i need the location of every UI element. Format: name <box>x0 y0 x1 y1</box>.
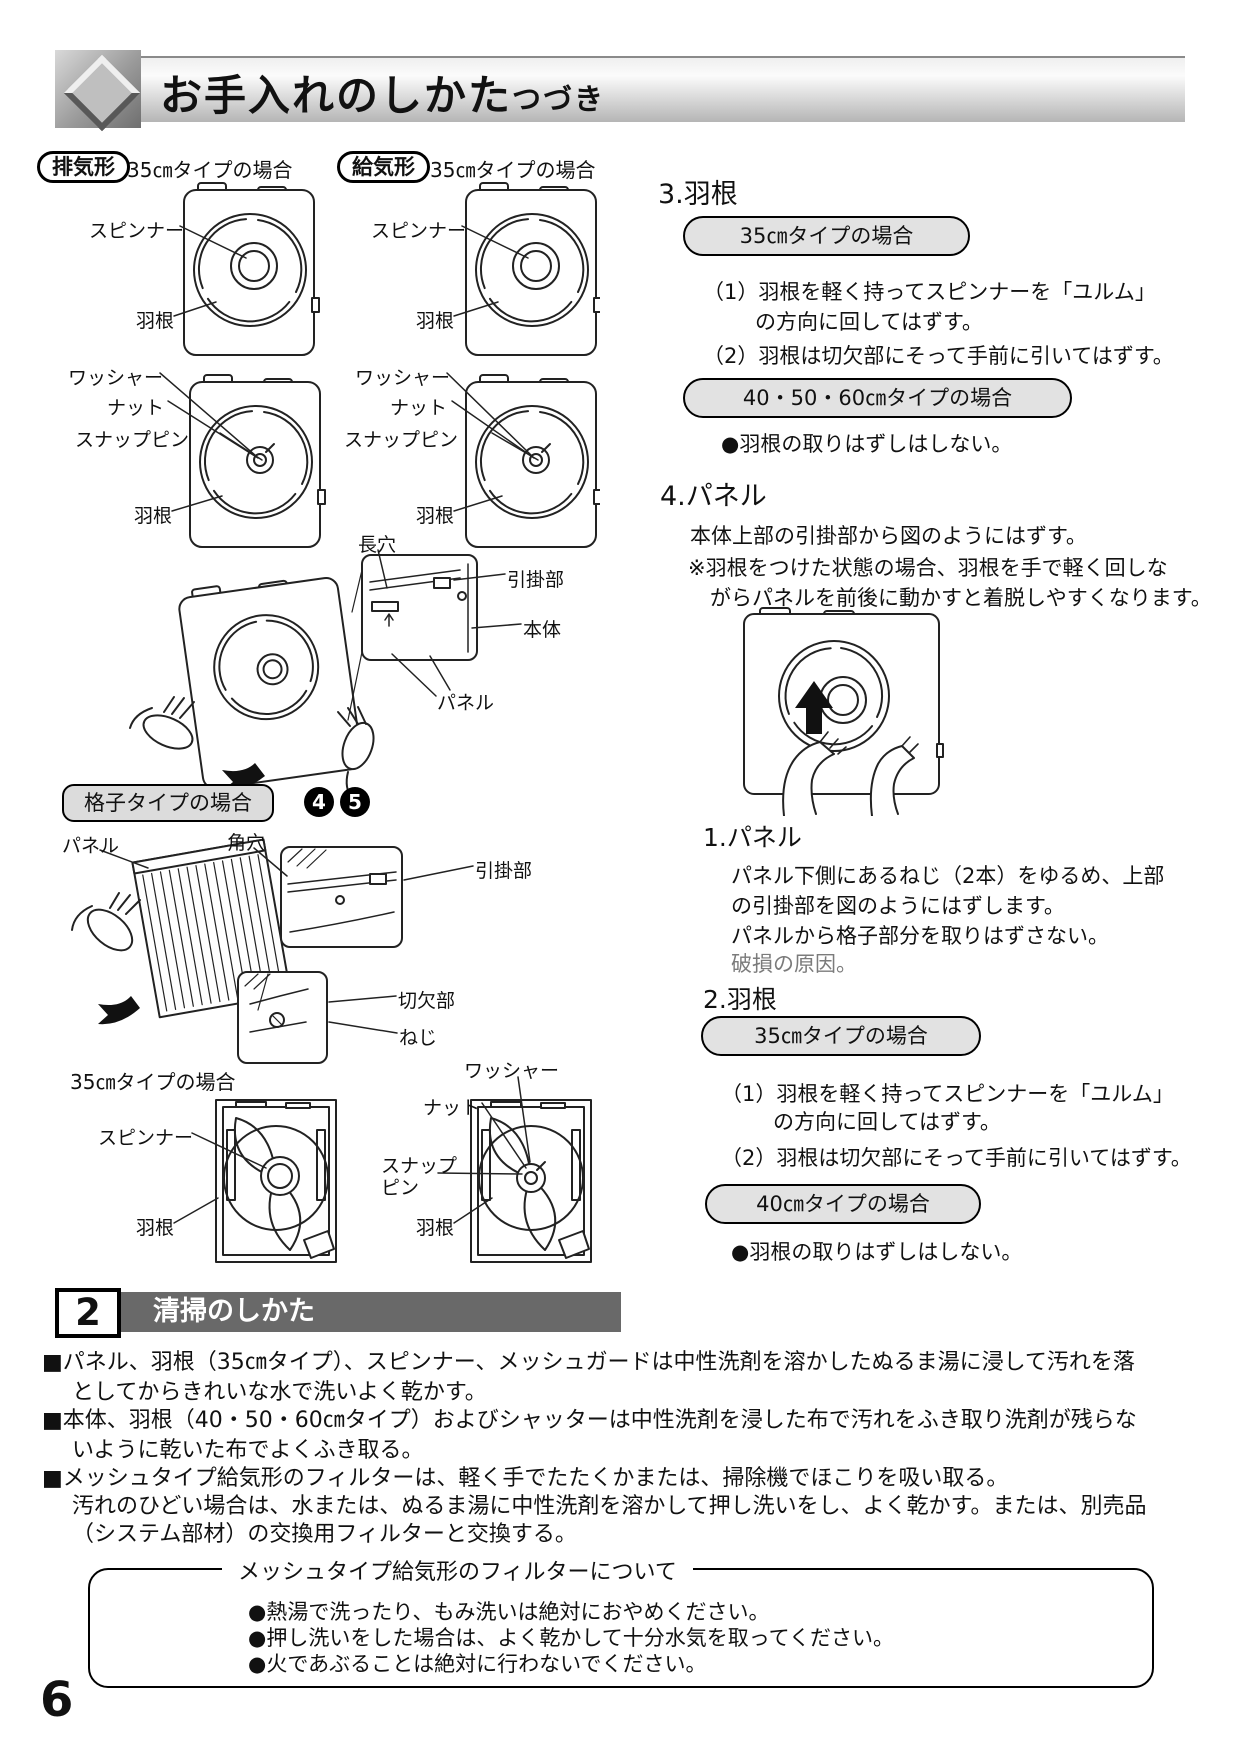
step2-bullet: ●羽根の取りはずしはしない。 <box>731 1240 1023 1264</box>
step3-item1-line2: の方向に回してはずす。 <box>755 310 983 334</box>
cleaning-line-4: いように乾いた布でよくふき取る。 <box>72 1438 424 1463</box>
label-snap-pin-exhaust: スナップピン <box>75 429 190 451</box>
heading-step2-blade: 2.羽根 <box>703 985 777 1014</box>
label-blade-rear-right: 羽根 <box>416 1217 455 1239</box>
heading-step4-panel: 4.パネル <box>660 481 767 512</box>
panel-removal-illustration <box>722 604 972 816</box>
cleaning-line-6: 汚れのひどい場合は、水または、ぬるま湯に中性洗剤を溶かして押し洗いをし、よく乾か… <box>72 1494 1147 1519</box>
cleaning-line-1: ■パネル、羽根（35㎝タイプ）、スピンナー、メッシュガードは中性洗剤を溶かしたぬ… <box>42 1350 1135 1375</box>
step2-item1-line2: の方向に回してはずす。 <box>773 1110 1001 1134</box>
step1-body-line2: の引掛部を図のようにはずします。 <box>731 894 1065 918</box>
page-number: 6 <box>40 1672 74 1728</box>
heading-step1-panel: 1.パネル <box>703 823 802 852</box>
filter-bullet-1: ●熱湯で洗ったり、もみ洗いは絶対におやめください。 <box>248 1600 770 1624</box>
caption-35cm-rear: 35㎝タイプの場合 <box>70 1070 236 1094</box>
cleaning-line-7: （システム部材）の交換用フィルターと交換する。 <box>72 1522 577 1547</box>
filter-note-title: メッシュタイプ給気形のフィルターについて <box>222 1554 693 1586</box>
label-spinner-supply: スピンナー <box>371 220 467 242</box>
cleaning-line-5: ■メッシュタイプ給気形のフィルターは、軽く手でたたくかまたは、掃除機でほこりを吸… <box>42 1466 1009 1491</box>
tag-grid-type-case: 格子タイプの場合 <box>62 784 274 822</box>
tag-exhaust-type: 排気形 <box>37 151 130 183</box>
page-title: お手入れのしかた <box>160 71 513 120</box>
step1-body-line1: パネル下側にあるねじ（2本）をゆるめ、上部 <box>731 864 1165 888</box>
label-nut-exhaust: ナット <box>107 397 165 419</box>
step-circle-5: 5 <box>340 787 370 817</box>
label-long-hole: 長穴 <box>358 534 397 556</box>
filter-bullet-2: ●押し洗いをした場合は、よく乾かして十分水気を取ってください。 <box>248 1626 895 1650</box>
cleaning-line-2: としてからきれいな水で洗いよく乾かす。 <box>72 1380 487 1405</box>
step4-note-line2: がらパネルを前後に動かすと着脱しやすくなります。 <box>710 586 1212 610</box>
pill-40cm-step2: 40㎝タイプの場合 <box>705 1184 981 1224</box>
step4-note-line1: ※羽根をつけた状態の場合、羽根を手で軽く回しな <box>688 556 1168 580</box>
label-nut-supply: ナット <box>390 397 448 419</box>
label-blade-supply-2: 羽根 <box>416 505 455 527</box>
label-washer-rear: ワッシャー <box>464 1060 560 1082</box>
section2-number: 2 <box>55 1288 121 1338</box>
step1-damage-note: 破損の原因。 <box>731 952 857 976</box>
label-spinner-rear: スピンナー <box>98 1127 194 1149</box>
label-snap-rear-line2: ピン <box>381 1177 420 1199</box>
step2-item2: （2）羽根は切欠部にそって手前に引いてはずす。 <box>721 1146 1192 1170</box>
label-blade-exhaust-2: 羽根 <box>134 505 173 527</box>
cleaning-line-3: ■本体、羽根（40・50・60㎝タイプ）およびシャッターは中性洗剤を浸した布で汚… <box>42 1408 1137 1433</box>
step4-body: 本体上部の引掛部から図のようにはずす。 <box>690 524 1087 548</box>
label-blade-supply: 羽根 <box>416 310 455 332</box>
caption-35cm-supply: 35㎝タイプの場合 <box>430 158 596 182</box>
label-main-body: 本体 <box>523 619 562 641</box>
label-hook-grid: 引掛部 <box>475 860 533 882</box>
step3-item2: （2）羽根は切欠部にそって手前に引いてはずす。 <box>703 344 1174 368</box>
page-subtitle: つづき <box>512 82 606 116</box>
filter-bullet-3: ●火であぶることは絶対に行わないでください。 <box>248 1652 707 1676</box>
step-circle-4: 4 <box>304 787 334 817</box>
left-illustrations <box>40 182 600 1263</box>
label-blade-exhaust: 羽根 <box>136 310 175 332</box>
label-square-hole: 角穴 <box>227 832 266 854</box>
label-notch: 切欠部 <box>398 990 456 1012</box>
header-bar <box>55 56 1185 122</box>
pill-35cm-step3: 35㎝タイプの場合 <box>683 216 970 256</box>
label-panel-grid: パネル <box>62 835 120 857</box>
caption-35cm-exhaust: 35㎝タイプの場合 <box>127 158 293 182</box>
step3-bullet: ●羽根の取りはずしはしない。 <box>721 432 1013 456</box>
diamond-shape <box>63 54 141 132</box>
tag-supply-type: 給気形 <box>337 151 430 183</box>
pill-35cm-step2: 35㎝タイプの場合 <box>701 1016 981 1056</box>
label-snap-pin-supply: スナップピン <box>344 429 459 451</box>
label-blade-rear-left: 羽根 <box>136 1217 175 1239</box>
diamond-icon <box>55 50 141 132</box>
heading-step3-blade: 3.羽根 <box>658 179 738 210</box>
pill-40-50-60cm-step3: 40・50・60㎝タイプの場合 <box>683 378 1072 418</box>
label-nut-rear: ナット <box>423 1097 481 1119</box>
label-snap-rear-line1: スナップ <box>381 1155 458 1177</box>
step3-item1-line1: （1）羽根を軽く持ってスピンナーを「ユルム」 <box>703 280 1156 304</box>
section2-title-band: 清掃のしかた <box>121 1292 621 1332</box>
step1-body-line3: パネルから格子部分を取りはずさない。 <box>731 924 1109 948</box>
label-washer-exhaust: ワッシャー <box>68 367 164 389</box>
step2-item1-line1: （1）羽根を軽く持ってスピンナーを「ユルム」 <box>721 1082 1174 1106</box>
label-hook-panel: 引掛部 <box>507 569 565 591</box>
label-panel-removal: パネル <box>437 692 495 714</box>
label-spinner-exhaust: スピンナー <box>89 220 185 242</box>
label-washer-supply: ワッシャー <box>355 367 451 389</box>
label-screw: ねじ <box>399 1027 438 1049</box>
